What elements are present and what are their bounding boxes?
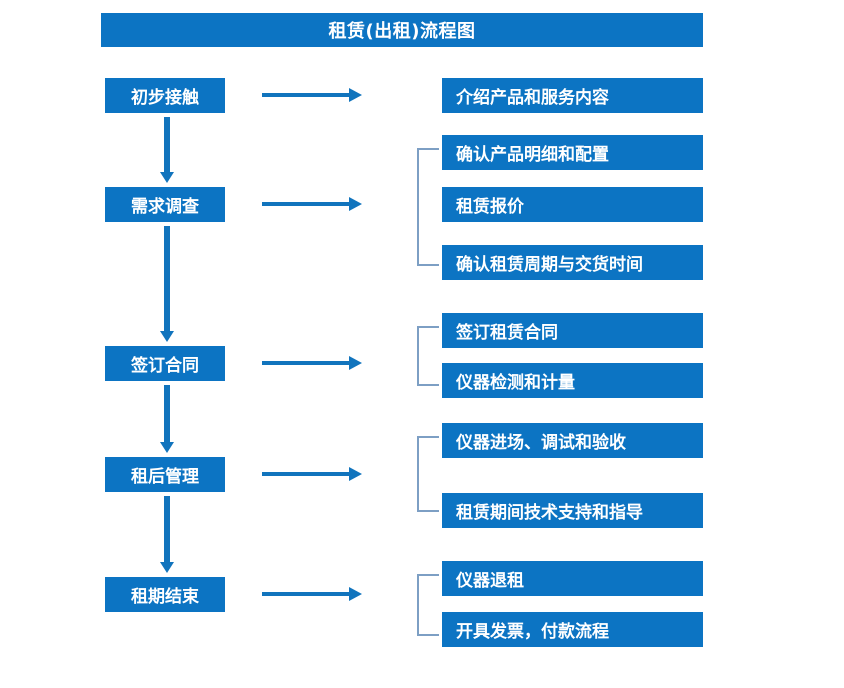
arrow-head-right-icon bbox=[349, 467, 362, 481]
detail-box-签订租赁合同[interactable]: 签订租赁合同 bbox=[442, 313, 703, 348]
stage-box-初步接触[interactable]: 初步接触 bbox=[105, 78, 225, 113]
vertical-arrow-stage4-to-stage5 bbox=[160, 496, 174, 573]
arrow-head-down-icon bbox=[160, 562, 174, 573]
stage-box-需求调查[interactable]: 需求调查 bbox=[105, 187, 225, 222]
arrow-shaft bbox=[164, 226, 170, 331]
arrow-head-down-icon bbox=[160, 331, 174, 342]
bracket-group-stage2 bbox=[417, 148, 439, 266]
vertical-arrow-stage3-to-stage4 bbox=[160, 385, 174, 453]
diagram-title: 租赁(出租)流程图 bbox=[101, 13, 703, 47]
horizontal-arrow-stage5 bbox=[262, 587, 362, 601]
arrow-shaft bbox=[164, 496, 170, 562]
detail-box-仪器退租[interactable]: 仪器退租 bbox=[442, 561, 703, 596]
detail-box-介绍产品和服务内容[interactable]: 介绍产品和服务内容 bbox=[442, 78, 703, 113]
detail-box-租赁报价[interactable]: 租赁报价 bbox=[442, 187, 703, 222]
horizontal-arrow-stage1 bbox=[262, 88, 362, 102]
arrow-head-down-icon bbox=[160, 442, 174, 453]
detail-box-开具发票付款流程[interactable]: 开具发票，付款流程 bbox=[442, 612, 703, 647]
stage-box-租期结束[interactable]: 租期结束 bbox=[105, 577, 225, 612]
arrow-head-right-icon bbox=[349, 197, 362, 211]
arrow-shaft bbox=[164, 117, 170, 172]
arrow-head-right-icon bbox=[349, 88, 362, 102]
bracket-group-stage5 bbox=[417, 574, 439, 636]
vertical-arrow-stage2-to-stage3 bbox=[160, 226, 174, 342]
stage-box-签订合同[interactable]: 签订合同 bbox=[105, 346, 225, 381]
detail-box-仪器检测和计量[interactable]: 仪器检测和计量 bbox=[442, 363, 703, 398]
vertical-arrow-stage1-to-stage2 bbox=[160, 117, 174, 183]
arrow-shaft bbox=[164, 385, 170, 442]
horizontal-arrow-stage4 bbox=[262, 467, 362, 481]
arrow-shaft bbox=[262, 592, 350, 596]
arrow-shaft bbox=[262, 93, 350, 97]
horizontal-arrow-stage3 bbox=[262, 356, 362, 370]
bracket-group-stage4 bbox=[417, 436, 439, 512]
horizontal-arrow-stage2 bbox=[262, 197, 362, 211]
bracket-group-stage3 bbox=[417, 326, 439, 386]
arrow-shaft bbox=[262, 361, 350, 365]
arrow-head-down-icon bbox=[160, 172, 174, 183]
arrow-head-right-icon bbox=[349, 356, 362, 370]
detail-box-仪器进场调试和验收[interactable]: 仪器进场、调试和验收 bbox=[442, 423, 703, 458]
detail-box-租赁期间技术支持和指导[interactable]: 租赁期间技术支持和指导 bbox=[442, 493, 703, 528]
arrow-shaft bbox=[262, 202, 350, 206]
detail-box-确认租赁周期与交货时间[interactable]: 确认租赁周期与交货时间 bbox=[442, 245, 703, 280]
arrow-head-right-icon bbox=[349, 587, 362, 601]
arrow-shaft bbox=[262, 472, 350, 476]
detail-box-确认产品明细和配置[interactable]: 确认产品明细和配置 bbox=[442, 135, 703, 170]
stage-box-租后管理[interactable]: 租后管理 bbox=[105, 457, 225, 492]
